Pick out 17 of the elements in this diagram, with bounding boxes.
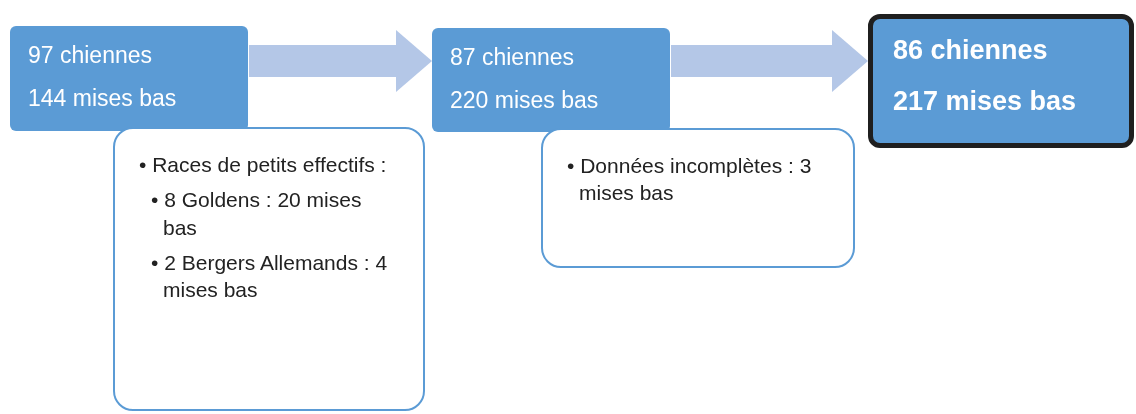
bullet-text: • Données incomplètes : 3 mises bas [567,153,813,207]
count-box [432,28,670,132]
note-box [113,127,425,411]
count-text: 220 mises bas [450,87,600,114]
count-text: 217 mises bas [893,86,1078,117]
count-box [10,26,248,131]
count-text: 86 chiennes [893,35,1049,66]
result-box [868,14,1134,148]
bullet-text: • 8 Goldens : 20 mises bas [151,187,363,241]
count-text: 144 mises bas [28,85,178,112]
block-arrow [671,30,868,92]
count-text: 87 chiennes [450,44,576,71]
block-arrow [249,30,432,92]
count-text: 97 chiennes [28,42,154,69]
bullet-text: • Races de petits effectifs : [139,152,388,178]
bullet-text: • 2 Bergers Allemands : 4 mises bas [151,249,389,304]
note-box [541,128,855,268]
